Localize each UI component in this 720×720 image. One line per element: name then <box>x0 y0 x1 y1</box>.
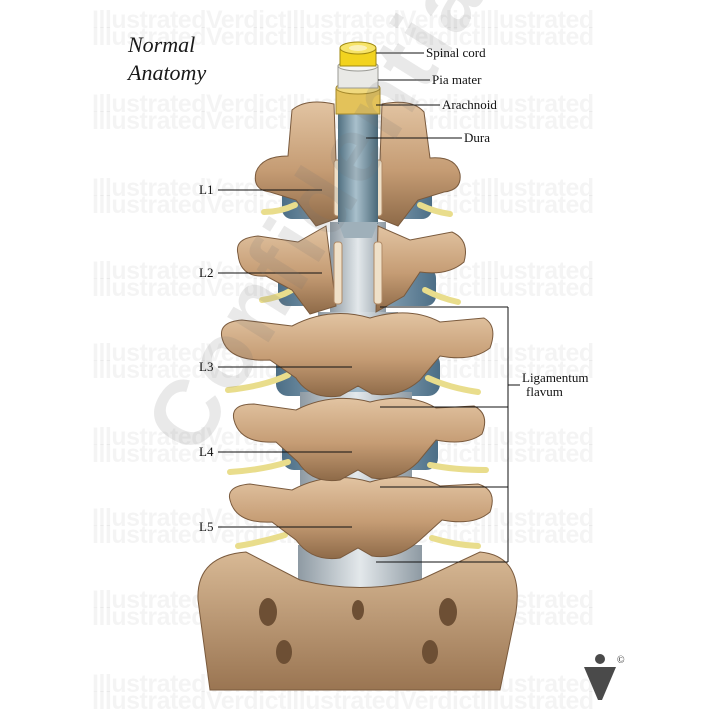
label-pia-mater: Pia mater <box>432 72 482 87</box>
watermark-row: IllustratedVerdictIllustratedVerdictIllu… <box>92 8 632 33</box>
sacral-foramina <box>259 598 457 664</box>
copyright-symbol: © <box>617 655 625 666</box>
spinal-cord-layers <box>335 41 381 115</box>
dura-taper <box>338 222 378 238</box>
nerve-roots <box>225 202 489 549</box>
label-spinal-cord: Spinal cord <box>426 45 486 60</box>
dura-tube <box>338 112 378 224</box>
label-l1: L1 <box>199 182 214 197</box>
label-l4: L4 <box>199 444 214 459</box>
label-dura: Dura <box>464 130 490 145</box>
title-line-1: Normal <box>128 32 196 57</box>
vertebra-l4 <box>232 397 486 482</box>
label-arachnoid: Arachnoid <box>442 97 497 112</box>
label-l5: L5 <box>199 519 214 534</box>
label-l2: L2 <box>199 265 214 280</box>
vertebra-l5 <box>228 476 493 560</box>
ligamentum-bracket <box>376 306 520 563</box>
label-flavum: flavum <box>526 384 563 399</box>
illustrated-verdict-logo <box>584 654 616 700</box>
vertebra-l3 <box>220 312 494 398</box>
label-l3: L3 <box>199 359 214 374</box>
label-ligamentum: Ligamentum <box>522 370 589 385</box>
watermark-row: IllustratedVerdictIllustratedVerdictIllu… <box>92 689 632 714</box>
leader-lines-left <box>218 189 352 528</box>
vertebra-l2 <box>236 225 466 315</box>
leader-lines-right <box>366 52 462 139</box>
vertebra-l1 <box>254 101 461 227</box>
title-line-2: Anatomy <box>128 60 207 85</box>
